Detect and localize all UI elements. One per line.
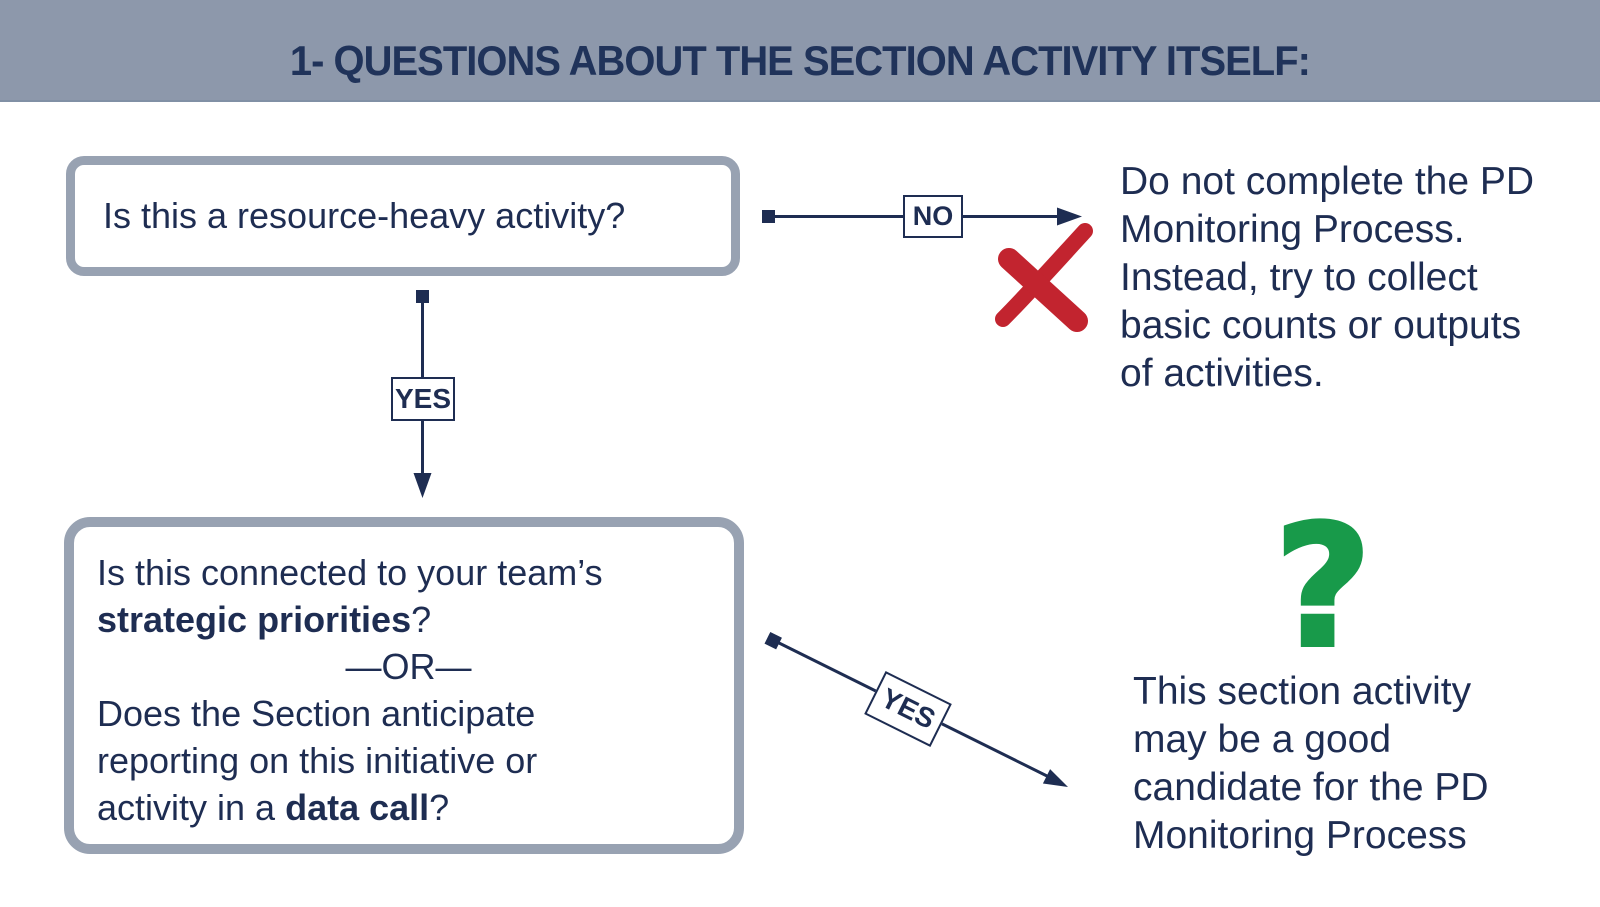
no-label: NO <box>903 195 963 238</box>
outcome-no-line: Do not complete the PD <box>1120 160 1535 203</box>
question2-line2: strategic priorities? <box>97 596 720 643</box>
question2-line5-suffix: ? <box>429 787 450 828</box>
question2-bold-strategic-priorities: strategic priorities <box>97 599 412 640</box>
question-box-strategic-priorities: Is this connected to your team’s strateg… <box>64 517 744 854</box>
question2-bold-data-call: data call <box>285 787 430 828</box>
outcome-yes-line: candidate for the PD <box>1133 766 1489 809</box>
question-box-resource-heavy: Is this a resource-heavy activity? <box>66 156 740 276</box>
outcome-yes-line: This section activity <box>1133 670 1472 713</box>
outcome-yes-line: Monitoring Process <box>1133 814 1467 857</box>
outcome-no-line: Instead, try to collect <box>1120 256 1478 299</box>
question2-line5-prefix: activity in a <box>97 787 286 828</box>
header-band: 1- QUESTIONS ABOUT THE SECTION ACTIVITY … <box>0 0 1600 102</box>
question-mark-icon: ? <box>1272 489 1373 685</box>
question2-line4: reporting on this initiative or <box>97 740 538 781</box>
outcome-yes-text: This section activity may be a good cand… <box>1133 668 1489 860</box>
question2-line1: Is this connected to your team’s <box>97 552 603 593</box>
x-mark-icon <box>995 223 1093 332</box>
question2-or-divider: —OR— <box>345 646 472 687</box>
page-title: 1- QUESTIONS ABOUT THE SECTION ACTIVITY … <box>289 37 1311 84</box>
outcome-no-text: Do not complete the PD Monitoring Proces… <box>1120 158 1534 398</box>
yes-label-diagonal: YES <box>864 671 952 747</box>
question2-line2-suffix: ? <box>411 599 432 640</box>
question2-line3: Does the Section anticipate <box>97 693 536 734</box>
question1-text: Is this a resource-heavy activity? <box>103 195 626 236</box>
outcome-no-line: basic counts or outputs <box>1120 304 1522 347</box>
question2-line5: activity in a data call? <box>97 784 720 831</box>
outcome-yes-line: may be a good <box>1133 718 1392 761</box>
outcome-no-line: Monitoring Process. <box>1120 208 1465 251</box>
yes-label-down: YES <box>391 377 455 421</box>
outcome-no-line: of activities. <box>1120 352 1324 395</box>
